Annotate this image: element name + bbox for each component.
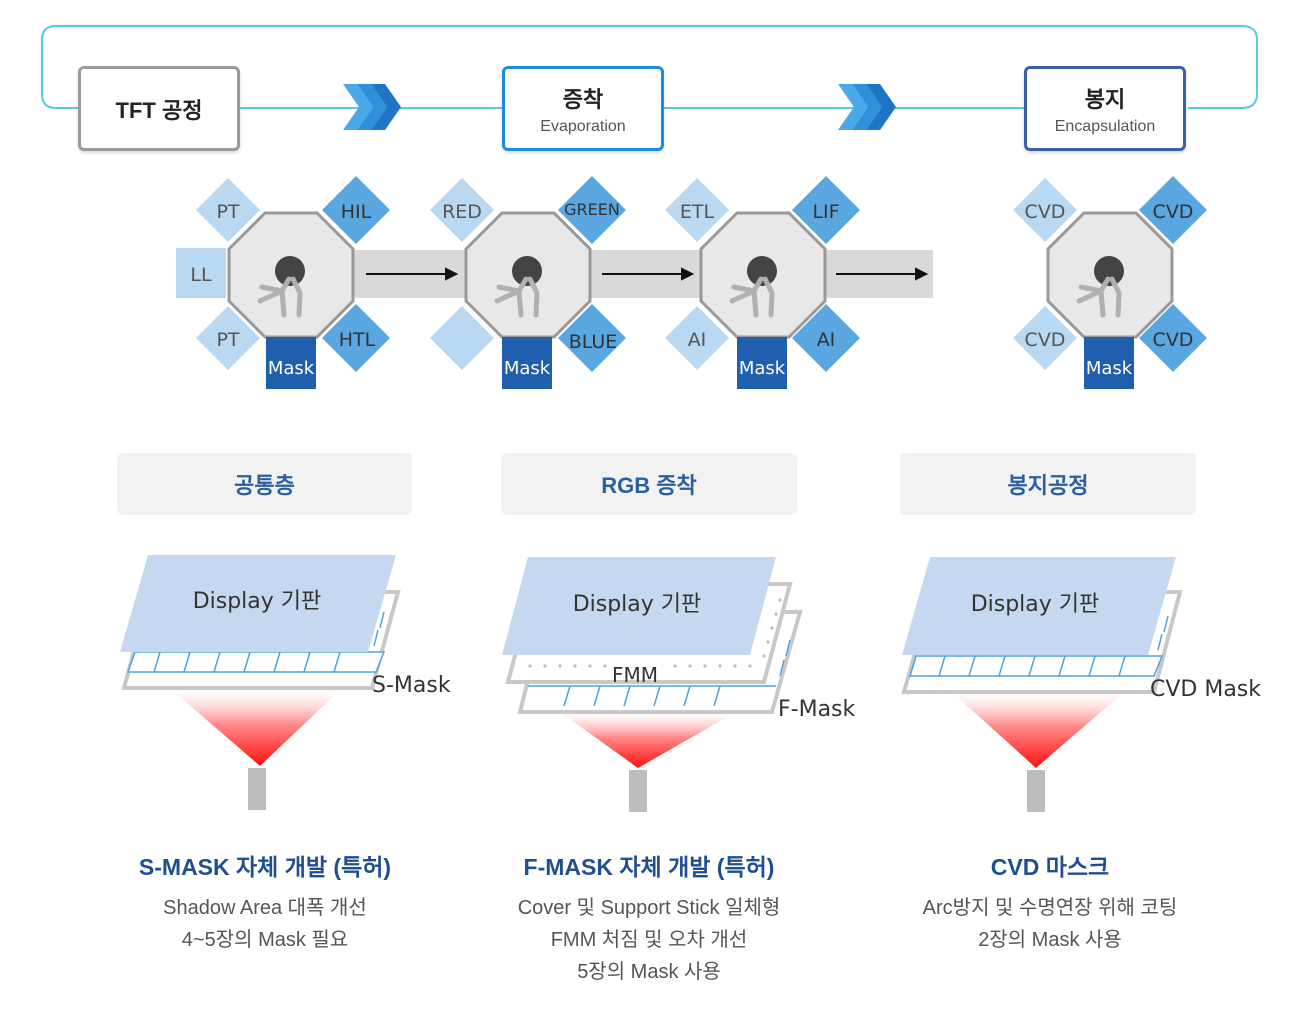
diamond (196, 306, 260, 370)
description-title: CVD 마스크 (990, 854, 1110, 880)
description-title: F-MASK 자체 개발 (특허) (523, 854, 775, 880)
diamond (430, 178, 494, 242)
diamond (1139, 176, 1207, 244)
diamond (558, 176, 626, 244)
mask-label: Mask (504, 358, 551, 379)
diamond (196, 178, 260, 242)
diamond (1013, 178, 1077, 242)
category-encap: 봉지공정 (900, 453, 1196, 515)
description-f-mask: F-MASK 자체 개발 (특허) Cover 및 Support Stick … (469, 848, 829, 988)
mask-illustrations: Display 기판 S-Mask Display 기판 FMM F-Mask (120, 555, 1261, 812)
mask-label: Mask (739, 358, 786, 379)
stage-title: TFT 공정 (115, 97, 203, 123)
stage-title: 봉지 (1084, 86, 1126, 112)
diamond-label: HIL (341, 201, 372, 223)
stage-evaporation: 증착 Evaporation (502, 66, 664, 151)
diamond (1013, 306, 1077, 370)
diamond-label: PT (216, 329, 239, 351)
f-mask-illustration: Display 기판 FMM F-Mask (502, 557, 856, 812)
diamond-label: LL (190, 264, 212, 286)
diamond-label: CVD (1025, 329, 1066, 351)
diamond (430, 306, 494, 370)
chamber-diagram: PT HIL LL PT HTL Mask RED GREEN BLUE Mas… (176, 176, 1207, 389)
diamond-label: CVD (1025, 201, 1066, 223)
s-mask-illustration: Display 기판 S-Mask (120, 555, 451, 810)
description-line: FMM 처짐 및 오차 개선 (550, 929, 748, 951)
diamond-label: LIF (812, 201, 839, 223)
diamond (1139, 304, 1207, 372)
diamond (792, 304, 860, 372)
stage-subtitle: Evaporation (540, 117, 626, 135)
diamond-label: CVD (1153, 201, 1194, 223)
category-rgb: RGB 증착 (501, 453, 797, 515)
description-line: Shadow Area 대폭 개선 (163, 897, 367, 919)
stage-encapsulation: 봉지 Encapsulation (1024, 66, 1186, 151)
substrate-label: Display 기판 (193, 589, 322, 614)
cvd-mask-illustration: Display 기판 CVD Mask (901, 557, 1261, 812)
cvd-mask-label: CVD Mask (1150, 677, 1261, 702)
category-common-layer: 공통층 (117, 453, 412, 515)
diamond-label: BLUE (569, 331, 618, 353)
diamond (665, 306, 729, 370)
stage-subtitle: Encapsulation (1054, 117, 1156, 135)
chevron-arrow-icon (838, 84, 896, 130)
mask-label: Mask (1086, 358, 1133, 379)
fmm-label: FMM (612, 663, 658, 687)
diamond (792, 176, 860, 244)
chevron-arrow-icon (343, 84, 401, 130)
stage-title: 증착 (562, 86, 604, 112)
diamond-label: ETL (680, 201, 715, 223)
description-line: 2장의 Mask 사용 (978, 929, 1122, 951)
diamond (322, 176, 390, 244)
diamond-label: PT (216, 201, 239, 223)
description-line: 4~5장의 Mask 필요 (181, 929, 349, 951)
diamond-label: AI (688, 329, 707, 351)
f-mask-label: F-Mask (778, 697, 856, 722)
description-line: Cover 및 Support Stick 일체형 (517, 897, 781, 919)
description-cvd-mask: CVD 마스크 Arc방지 및 수명연장 위해 코팅 2장의 Mask 사용 (880, 848, 1220, 956)
mask-label: Mask (268, 358, 315, 379)
description-s-mask: S-MASK 자체 개발 (특허) Shadow Area 대폭 개선 4~5장… (95, 848, 435, 956)
stage-tft: TFT 공정 (78, 66, 240, 151)
diamond-label: HTL (339, 329, 376, 351)
description-title: S-MASK 자체 개발 (특허) (138, 854, 392, 880)
diamond (322, 304, 390, 372)
diamond-label: AI (817, 329, 836, 351)
description-line: 5장의 Mask 사용 (577, 961, 721, 983)
substrate-label: Display 기판 (573, 592, 702, 617)
diamond-label: RED (442, 201, 482, 223)
s-mask-label: S-Mask (372, 673, 451, 698)
substrate-label: Display 기판 (971, 592, 1100, 617)
diamond-label: GREEN (564, 200, 620, 219)
diamond-label: CVD (1153, 329, 1194, 351)
diamond (665, 178, 729, 242)
description-line: Arc방지 및 수명연장 위해 코팅 (922, 897, 1178, 919)
diamond (558, 304, 626, 372)
process-flow-line (41, 25, 1258, 130)
